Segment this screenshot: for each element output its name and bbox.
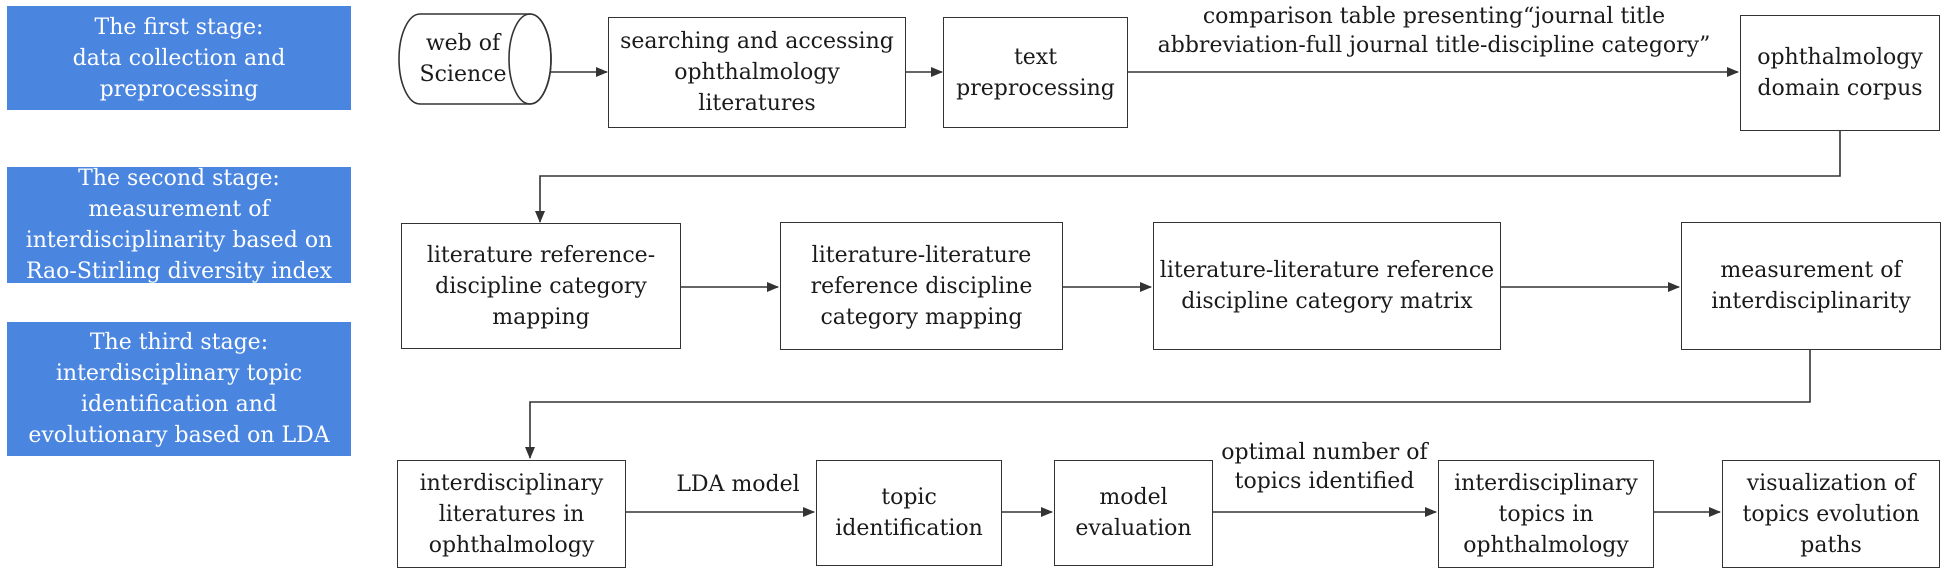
stage-2-label: The second stage: measurement of interdi… [7, 166, 351, 284]
node-literature-literature-matrix: literature-literature reference discipli… [1153, 222, 1501, 350]
label-comparison-table: comparison table presenting“journal titl… [1157, 4, 1711, 58]
stage-3-label: The third stage: interdisciplinary topic… [7, 322, 351, 456]
node-ophthalmology-domain-corpus: ophthalmology domain corpus [1740, 15, 1940, 131]
node-interdisciplinary-literatures: interdisciplinary literatures in ophthal… [397, 460, 626, 568]
node-text-preprocessing: text preprocessing [943, 17, 1128, 128]
arrow-corpus-to-mapping [535, 131, 1841, 223]
node-model-evaluation: model evaluation [1054, 460, 1213, 566]
node-searching-literatures: searching and accessing ophthalmology li… [608, 17, 906, 128]
node-web-of-science: web of Science [419, 31, 507, 87]
node-interdisciplinary-topics: interdisciplinary topics in ophthalmolog… [1438, 460, 1654, 568]
node-topic-identification: topic identification [816, 460, 1002, 566]
arrow-measurement-to-interdisc [525, 350, 1811, 459]
node-literature-literature-mapping: literature-literature reference discipli… [780, 222, 1063, 350]
stage-1-label: The first stage: data collection and pre… [7, 6, 351, 110]
node-visualization-of-topics: visualization of topics evolution paths [1722, 460, 1940, 568]
node-literature-reference-mapping: literature reference- discipline categor… [401, 223, 681, 349]
node-measurement-of-interdisciplinarity: measurement of interdisciplinarity [1681, 222, 1941, 350]
label-optimal-number-of-topics: optimal number of topics identified [1221, 440, 1428, 494]
label-lda-model: LDA model [676, 472, 800, 497]
database-cylinder-icon [398, 13, 552, 105]
